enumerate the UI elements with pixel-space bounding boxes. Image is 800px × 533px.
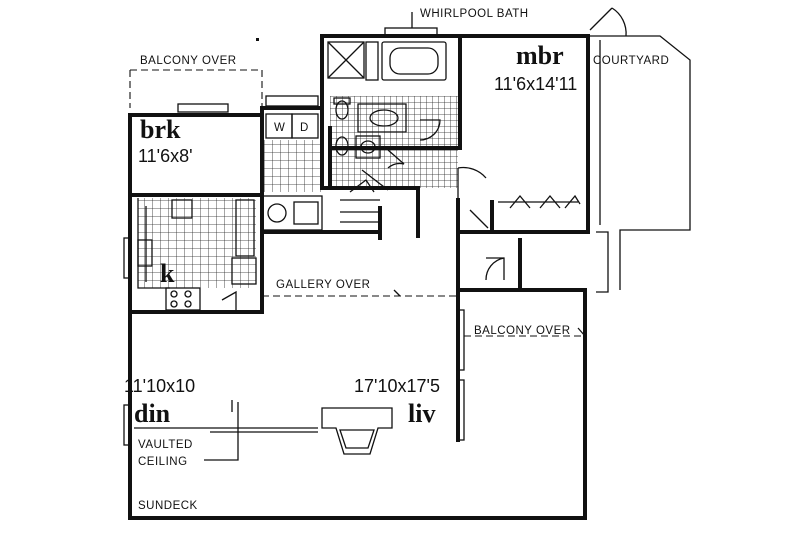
mbr-room-name: mbr [516, 41, 564, 70]
dryer-label: D [300, 122, 309, 134]
brk-room-name: brk [140, 115, 181, 144]
sundeck-label: SUNDECK [138, 500, 198, 512]
whirlpool-bath-label: WHIRLPOOL BATH [420, 8, 529, 20]
vaulted-label: VAULTED [138, 439, 193, 451]
gallery-over-label: GALLERY OVER [276, 279, 370, 291]
exterior-walls [128, 34, 590, 520]
liv-room-dims: 17'10x17'5 [354, 376, 440, 396]
din-room-name: din [134, 399, 171, 428]
washer-label: W [274, 122, 285, 134]
annotations: WHIRLPOOL BATH BALCONY OVER COURTYARD GA… [124, 8, 669, 512]
courtyard-label: COURTYARD [593, 55, 669, 67]
kitchen-tile-floor [138, 198, 256, 288]
interior-details [123, 7, 691, 461]
balcony-over-right-label: BALCONY OVER [474, 325, 571, 337]
bath-tile-floor [330, 96, 458, 188]
balcony-over-top-label: BALCONY OVER [140, 55, 237, 67]
din-room-dims: 11'10x10 [124, 376, 195, 396]
laundry-tile-floor [262, 140, 324, 192]
brk-room-dims: 11'6x8' [138, 146, 193, 166]
mbr-room-dims: 11'6x14'11 [494, 74, 577, 94]
k-room-name: k [160, 259, 175, 288]
liv-room-name: liv [408, 399, 435, 428]
ceiling-label: CEILING [138, 456, 188, 468]
